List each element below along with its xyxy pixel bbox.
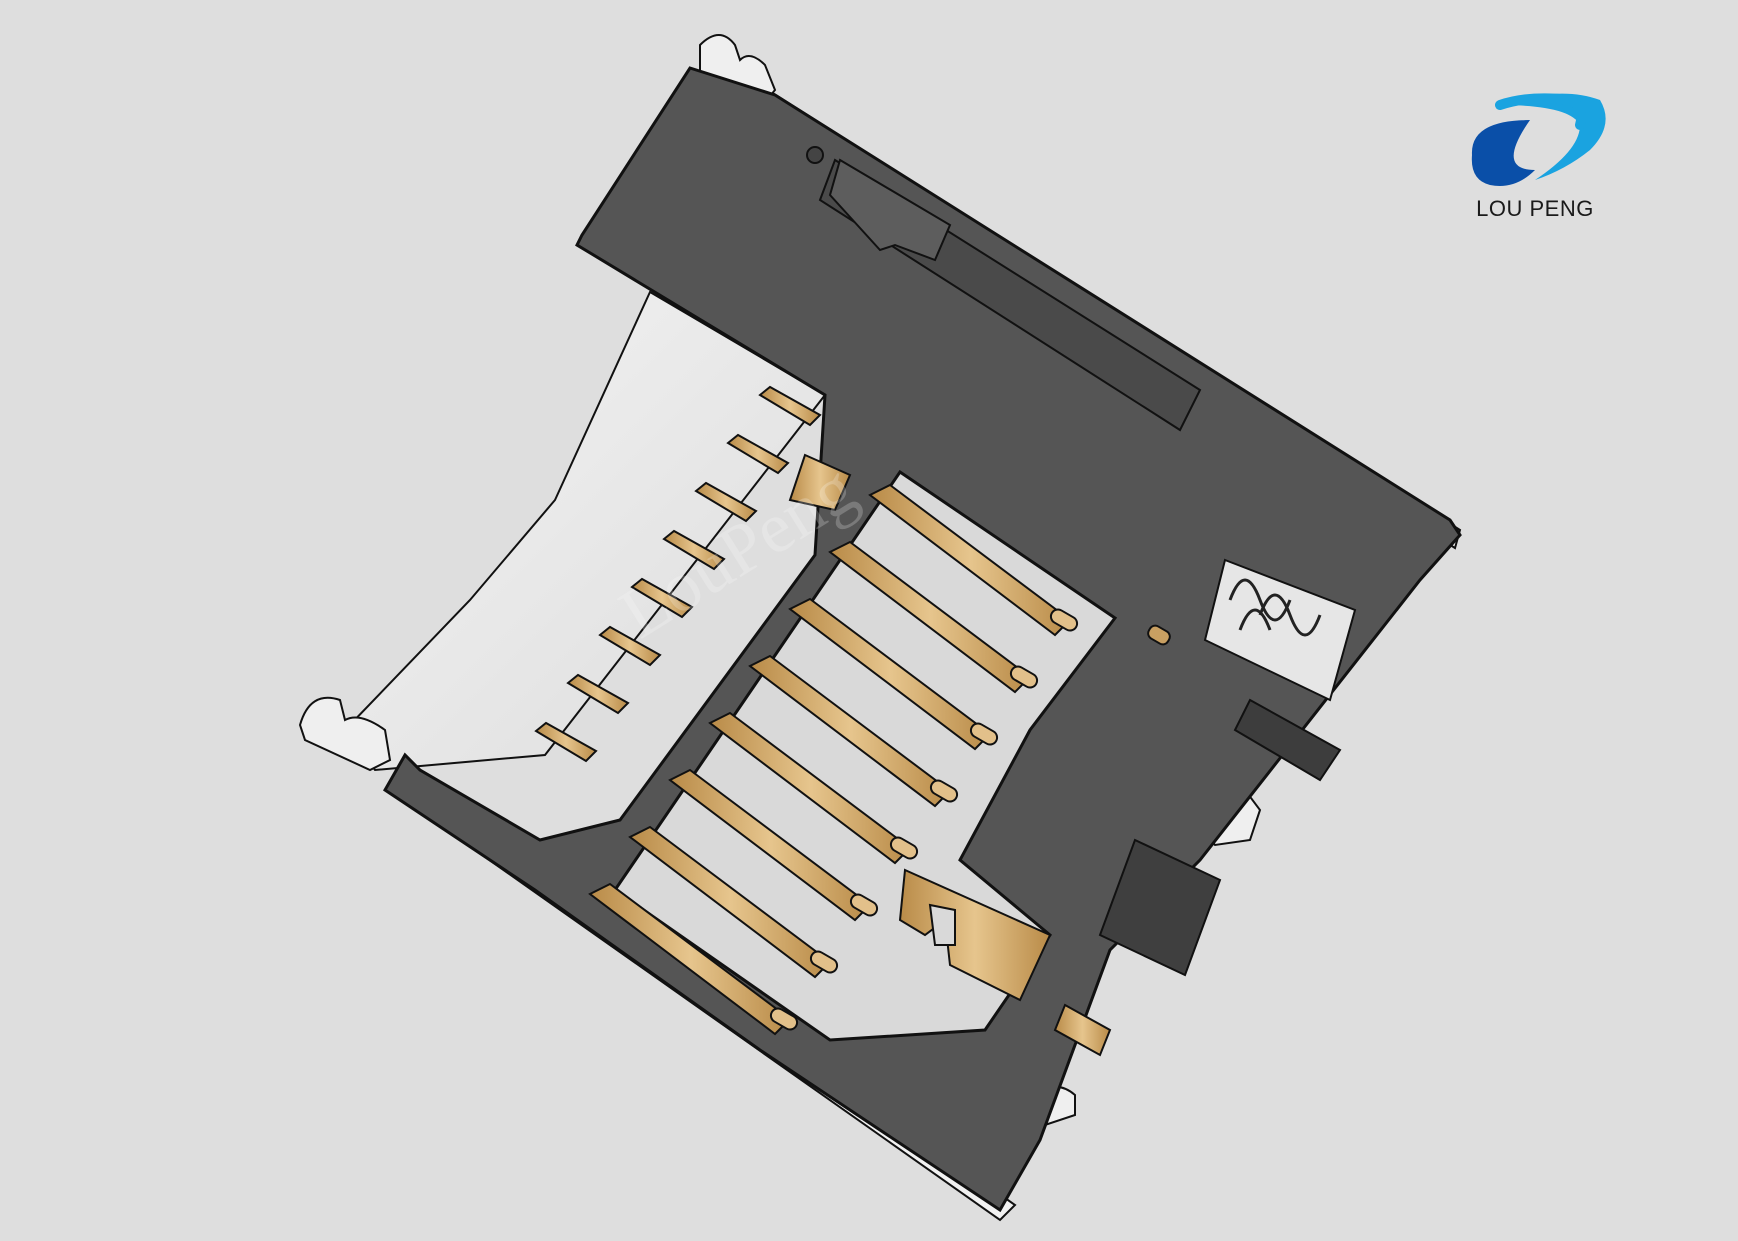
tray-latch-gold [788, 453, 852, 512]
rear-contact-pin [630, 577, 694, 619]
contact-tip [769, 1007, 799, 1031]
mounting-tab-left [298, 696, 392, 772]
housing-bump [1147, 624, 1171, 646]
contact-tip [929, 779, 959, 803]
rear-contact-pin [598, 625, 662, 667]
contact-tip [889, 836, 919, 860]
rear-contact-pin [566, 673, 630, 715]
rear-contact-pin [694, 481, 758, 523]
detect-switch-springs [1203, 558, 1357, 702]
contact-tip [1049, 608, 1079, 632]
contact-tip [1009, 665, 1039, 689]
rear-contact-pin [534, 721, 598, 763]
bottom-gold-pin [1053, 1003, 1112, 1057]
slot-latch [828, 158, 952, 262]
rear-contact-pin [758, 385, 822, 427]
main-contacts-group [588, 483, 1079, 1036]
housing-rib-lower [1098, 838, 1222, 977]
detect-latch-slot [928, 903, 956, 946]
rear-contact-pin [662, 529, 726, 571]
contact-tip [809, 950, 839, 974]
housing-rib-right [1233, 698, 1342, 782]
contact-tip [849, 893, 879, 917]
contact-tip [969, 722, 999, 746]
lou-peng-logo-icon [1471, 93, 1606, 186]
rear-contact-pin [726, 433, 790, 475]
brand-name-text: LOU PENG [1476, 196, 1594, 221]
rear-contacts-group [534, 385, 822, 763]
alignment-hole [806, 146, 824, 164]
